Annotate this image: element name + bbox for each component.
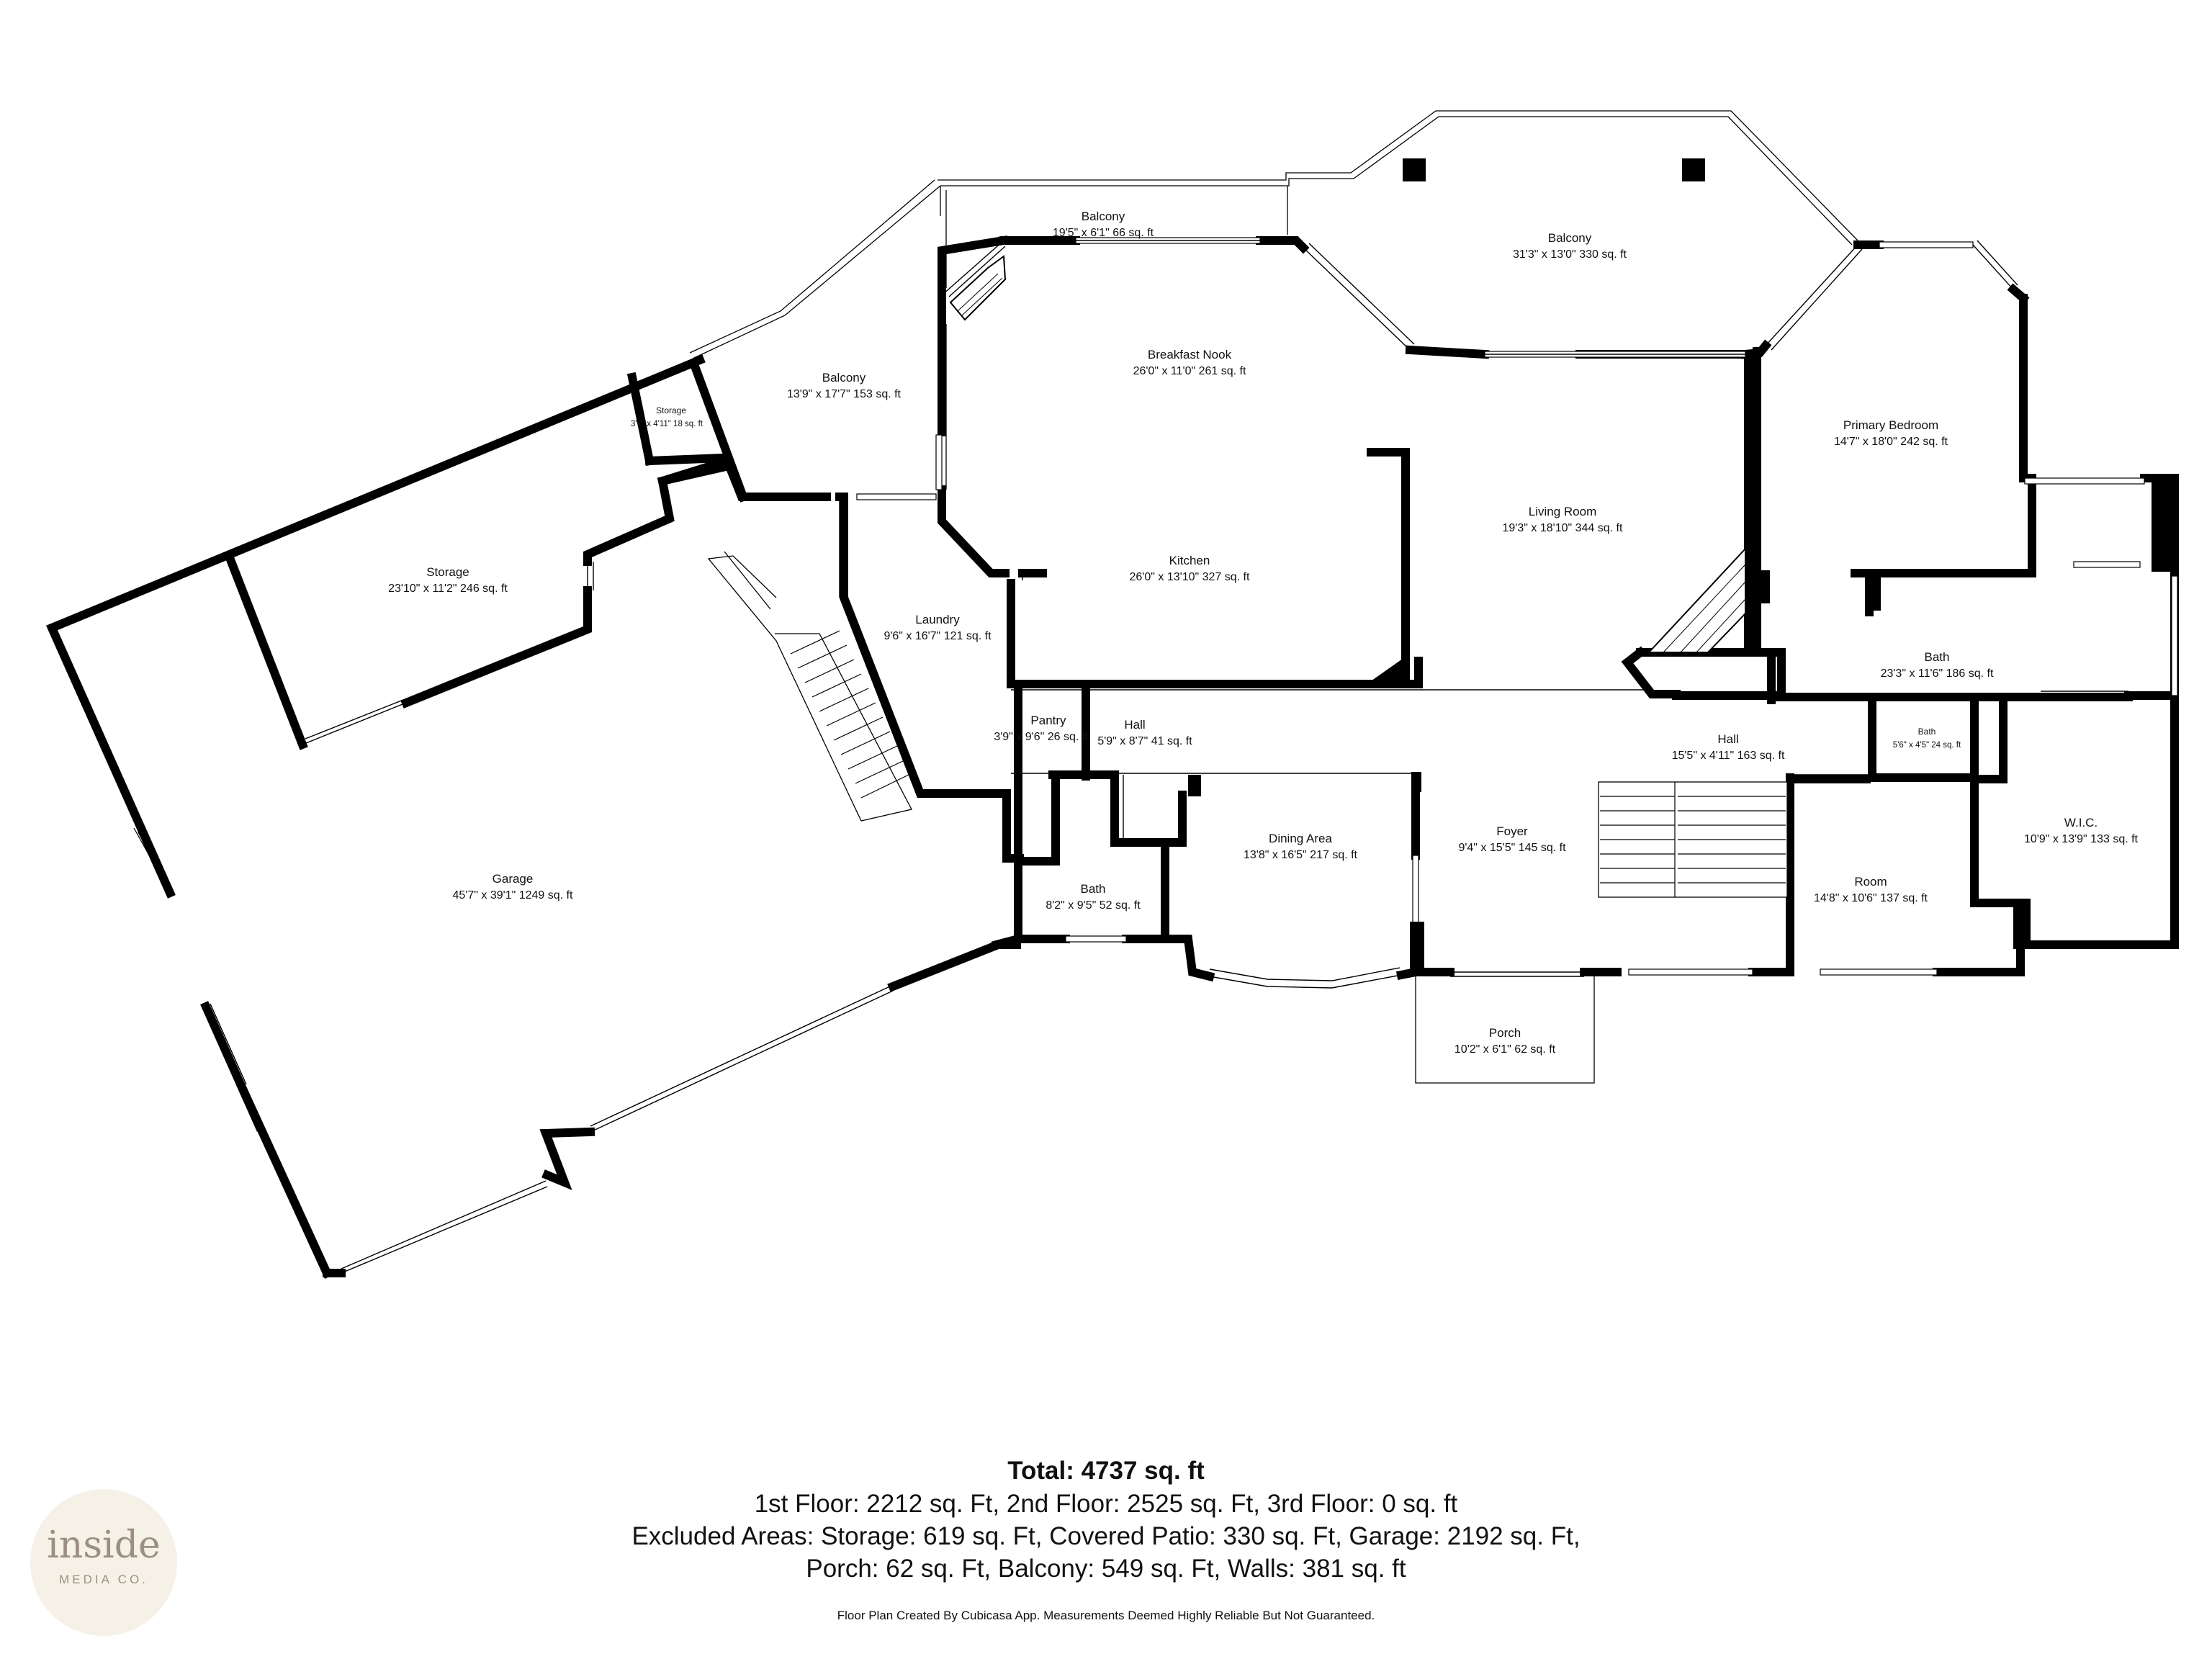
balcony-railings <box>689 110 1858 490</box>
porch-outline <box>1415 976 1595 1084</box>
room-name: Storage <box>426 565 469 579</box>
excluded-areas: Excluded Areas: Storage: 619 sq. Ft, Cov… <box>631 1522 1581 1550</box>
room-dims: 13'9" x 17'7" 153 sq. ft <box>787 388 902 400</box>
room-name: Bath <box>1925 650 1950 664</box>
room-dims: 15'5" x 4'11" 163 sq. ft <box>1672 750 1785 762</box>
logo-subtitle: MEDIA CO. <box>59 1573 148 1586</box>
brand-logo: inside MEDIA CO. <box>30 1489 177 1636</box>
room-name: Kitchen <box>1169 554 1210 567</box>
room-name: Foyer <box>1496 824 1528 838</box>
room-dims: 9'6" x 16'7" 121 sq. ft <box>884 630 992 642</box>
room-dims: 23'10" x 11'2" 246 sq. ft <box>388 583 508 595</box>
room-name: Storage <box>656 405 686 415</box>
room-name: Laundry <box>915 613 960 626</box>
room-label-porch: Porch 10'2" x 6'1" 62 sq. ft <box>1455 1026 1556 1056</box>
room-dims: 5'9" x 8'7" 41 sq. ft <box>1097 735 1192 747</box>
room-dims: 23'3" x 11'6" 186 sq. ft <box>1881 667 1994 680</box>
room-label-room: Room 14'8" x 10'6" 137 sq. ft <box>1814 875 1928 904</box>
room-dims: 14'7" x 18'0" 242 sq. ft <box>1834 436 1948 448</box>
room-name: Dining Area <box>1269 832 1332 845</box>
room-dims: 13'8" x 16'5" 217 sq. ft <box>1244 849 1358 861</box>
room-label-bath-lower: Bath 8'2" x 9'5" 52 sq. ft <box>1046 882 1141 912</box>
room-label-dining-area: Dining Area 13'8" x 16'5" 217 sq. ft <box>1244 832 1358 861</box>
room-dims: 31'3" x 13'0" 330 sq. ft <box>1513 248 1627 261</box>
room-dims: 3'7" x 4'11" 18 sq. ft <box>631 420 703 428</box>
room-label-foyer: Foyer 9'4" x 15'5" 145 sq. ft <box>1458 824 1566 854</box>
room-name: Balcony <box>822 371 866 385</box>
room-name: Pantry <box>1030 714 1066 727</box>
house-walls <box>745 235 2179 982</box>
room-label-wic: W.I.C. 10'9" x 13'9" 133 sq. ft <box>2024 816 2139 845</box>
garage-openings <box>133 562 894 1274</box>
room-name: W.I.C. <box>2064 816 2098 830</box>
room-label-bath-large: Bath 23'3" x 11'6" 186 sq. ft <box>1881 650 1994 680</box>
room-dims: 10'9" x 13'9" 133 sq. ft <box>2024 833 2139 845</box>
room-name: Hall <box>1717 732 1738 746</box>
room-name: Living Room <box>1529 505 1597 518</box>
logo-word: inside <box>47 1524 161 1567</box>
total-area: Total: 4737 sq. ft <box>1007 1457 1205 1485</box>
area-summary: Total: 4737 sq. ft 1st Floor: 2212 sq. F… <box>0 1455 2212 1585</box>
windows <box>856 237 2178 976</box>
room-label-balcony-left: Balcony 13'9" x 17'7" 153 sq. ft <box>787 371 902 400</box>
room-name: Balcony <box>1548 231 1592 245</box>
room-dims: 26'0" x 11'0" 261 sq. ft <box>1133 365 1246 377</box>
room-label-hall-small: Hall 5'9" x 8'7" 41 sq. ft <box>1097 718 1192 747</box>
room-label-storage: Storage 23'10" x 11'2" 246 sq. ft <box>388 565 508 595</box>
room-dims: 10'2" x 6'1" 62 sq. ft <box>1455 1043 1556 1056</box>
room-label-hall-right: Hall 15'5" x 4'11" 163 sq. ft <box>1672 732 1785 762</box>
room-dims: 8'2" x 9'5" 52 sq. ft <box>1046 899 1141 912</box>
room-name: Primary Bedroom <box>1843 418 1938 432</box>
room-label-living-room: Living Room 19'3" x 18'10" 344 sq. ft <box>1503 505 1623 534</box>
room-dims: 19'5" x 6'1" 66 sq. ft <box>1053 227 1154 239</box>
room-label-laundry: Laundry 9'6" x 16'7" 121 sq. ft <box>884 613 992 642</box>
room-dims: 14'8" x 10'6" 137 sq. ft <box>1814 892 1928 904</box>
room-label-primary-bedroom: Primary Bedroom 14'7" x 18'0" 242 sq. ft <box>1834 418 1948 448</box>
room-name: Room <box>1854 875 1887 889</box>
room-label-bath-small: Bath 5'6" x 4'5" 24 sq. ft <box>1893 727 1961 750</box>
room-labels: Balcony 19'5" x 6'1" 66 sq. ft Balcony 3… <box>388 210 2138 1056</box>
room-label-garage: Garage 45'7" x 39'1" 1249 sq. ft <box>453 872 573 902</box>
stairs-left <box>707 551 912 822</box>
room-name: Garage <box>493 872 534 886</box>
room-name: Breakfast Nook <box>1148 348 1232 361</box>
interior-openings <box>839 501 2128 977</box>
room-label-balcony-large: Balcony 31'3" x 13'0" 330 sq. ft <box>1513 231 1627 261</box>
room-name: Bath <box>1918 727 1936 737</box>
room-label-storage-small: Storage 3'7" x 4'11" 18 sq. ft <box>631 405 703 428</box>
disclaimer: Floor Plan Created By Cubicasa App. Meas… <box>837 1609 1375 1622</box>
room-dims: 26'0" x 13'10" 327 sq. ft <box>1130 571 1250 583</box>
room-name: Bath <box>1081 882 1106 896</box>
balcony-column <box>1682 158 1705 181</box>
room-label-kitchen: Kitchen 26'0" x 13'10" 327 sq. ft <box>1130 554 1250 583</box>
room-label-balcony-top: Balcony 19'5" x 6'1" 66 sq. ft <box>1053 210 1154 239</box>
stairs-right <box>1598 781 1788 898</box>
balcony-column <box>1403 158 1426 181</box>
excluded-areas-continued: Porch: 62 sq. Ft, Balcony: 549 sq. Ft, W… <box>806 1555 1406 1583</box>
fireplace <box>949 255 2173 974</box>
room-dims: 19'3" x 18'10" 344 sq. ft <box>1503 522 1623 534</box>
room-name: Hall <box>1124 718 1145 732</box>
bay-windows <box>941 240 2018 989</box>
floor-areas: 1st Floor: 2212 sq. Ft, 2nd Floor: 2525 … <box>754 1490 1458 1518</box>
room-dims: 3'9" x 9'6" 26 sq. ft <box>994 731 1089 743</box>
room-dims: 9'4" x 15'5" 145 sq. ft <box>1458 842 1566 854</box>
room-label-pantry: Pantry 3'9" x 9'6" 26 sq. ft <box>994 714 1089 743</box>
room-name: Balcony <box>1082 210 1125 223</box>
room-dims: 45'7" x 39'1" 1249 sq. ft <box>453 889 573 902</box>
room-dims: 5'6" x 4'5" 24 sq. ft <box>1893 741 1961 750</box>
room-label-breakfast-nook: Breakfast Nook 26'0" x 11'0" 261 sq. ft <box>1133 348 1246 377</box>
room-name: Porch <box>1489 1026 1521 1040</box>
